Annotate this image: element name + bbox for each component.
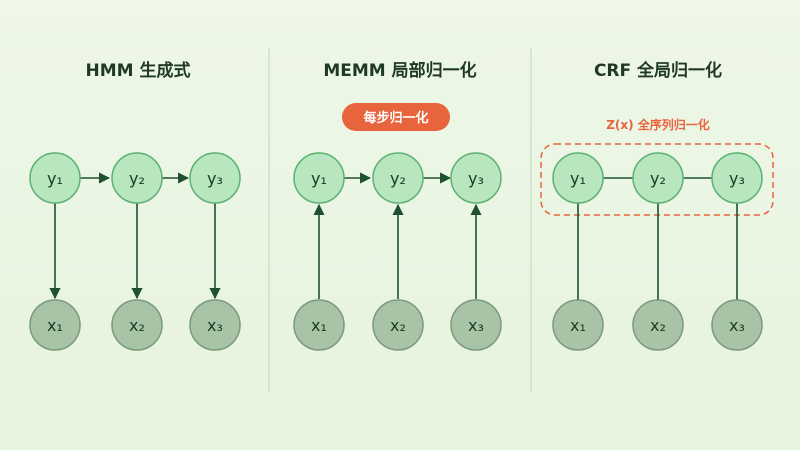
svg-text:x₁: x₁ [47, 316, 63, 335]
panel-title-crf: CRF 全局归一化 [594, 60, 722, 81]
crf-x-node-1: x₁ [552, 299, 604, 351]
memm-x-node-3: x₃ [450, 299, 502, 351]
hmm-x-node-2: x₂ [111, 299, 163, 351]
svg-text:y₁: y₁ [311, 169, 327, 188]
memm-x-node-2: x₂ [372, 299, 424, 351]
svg-text:y₁: y₁ [47, 169, 63, 188]
hmm-edges [49, 172, 221, 300]
crf-y-node-2: y₂ [632, 152, 684, 204]
panel-title-hmm: HMM 生成式 [86, 60, 191, 81]
svg-text:y₃: y₃ [729, 169, 745, 188]
crf-y-node-3: y₃ [711, 152, 763, 204]
memm-x-node-1: x₁ [293, 299, 345, 351]
hmm-x-node-3: x₃ [189, 299, 241, 351]
panel-memm: MEMM 局部归一化 每步归一化 y₁ y₂ y [293, 60, 502, 351]
panel-hmm: HMM 生成式 y₁ y₂ y₃ x₁ [29, 60, 241, 351]
svg-text:x₃: x₃ [729, 316, 745, 335]
memm-y-node-2: y₂ [372, 152, 424, 204]
svg-text:y₁: y₁ [570, 169, 586, 188]
hmm-y-node-1: y₁ [29, 152, 81, 204]
svg-text:x₁: x₁ [311, 316, 327, 335]
svg-text:y₂: y₂ [390, 169, 406, 188]
memm-y-node-1: y₁ [293, 152, 345, 204]
svg-text:x₂: x₂ [650, 316, 666, 335]
svg-text:y₂: y₂ [650, 169, 666, 188]
hmm-x-node-1: x₁ [29, 299, 81, 351]
crf-global-normalization-box [540, 143, 774, 216]
memm-badge-label: 每步归一化 [363, 110, 428, 126]
crf-edges [577, 177, 738, 300]
crf-x-node-3: x₃ [711, 299, 763, 351]
svg-text:x₂: x₂ [390, 316, 406, 335]
crf-normalization-note: Z(x) 全序列归一化 [606, 117, 710, 132]
svg-text:y₂: y₂ [129, 169, 145, 188]
svg-text:x₁: x₁ [570, 316, 586, 335]
hmm-y-node-3: y₃ [189, 152, 241, 204]
svg-text:x₃: x₃ [468, 316, 484, 335]
crf-y-node-1: y₁ [552, 152, 604, 204]
crf-x-node-2: x₂ [632, 299, 684, 351]
panel-crf: CRF 全局归一化 Z(x) 全序列归一化 y₁ y₂ y₃ [540, 60, 774, 351]
hmm-y-node-2: y₂ [111, 152, 163, 204]
svg-text:y₃: y₃ [468, 169, 484, 188]
panel-title-memm: MEMM 局部归一化 [323, 60, 476, 81]
svg-text:x₂: x₂ [129, 316, 145, 335]
memm-edges [313, 172, 482, 299]
memm-badge: 每步归一化 [342, 103, 450, 131]
svg-text:y₃: y₃ [207, 169, 223, 188]
svg-text:x₃: x₃ [207, 316, 223, 335]
memm-y-node-3: y₃ [450, 152, 502, 204]
